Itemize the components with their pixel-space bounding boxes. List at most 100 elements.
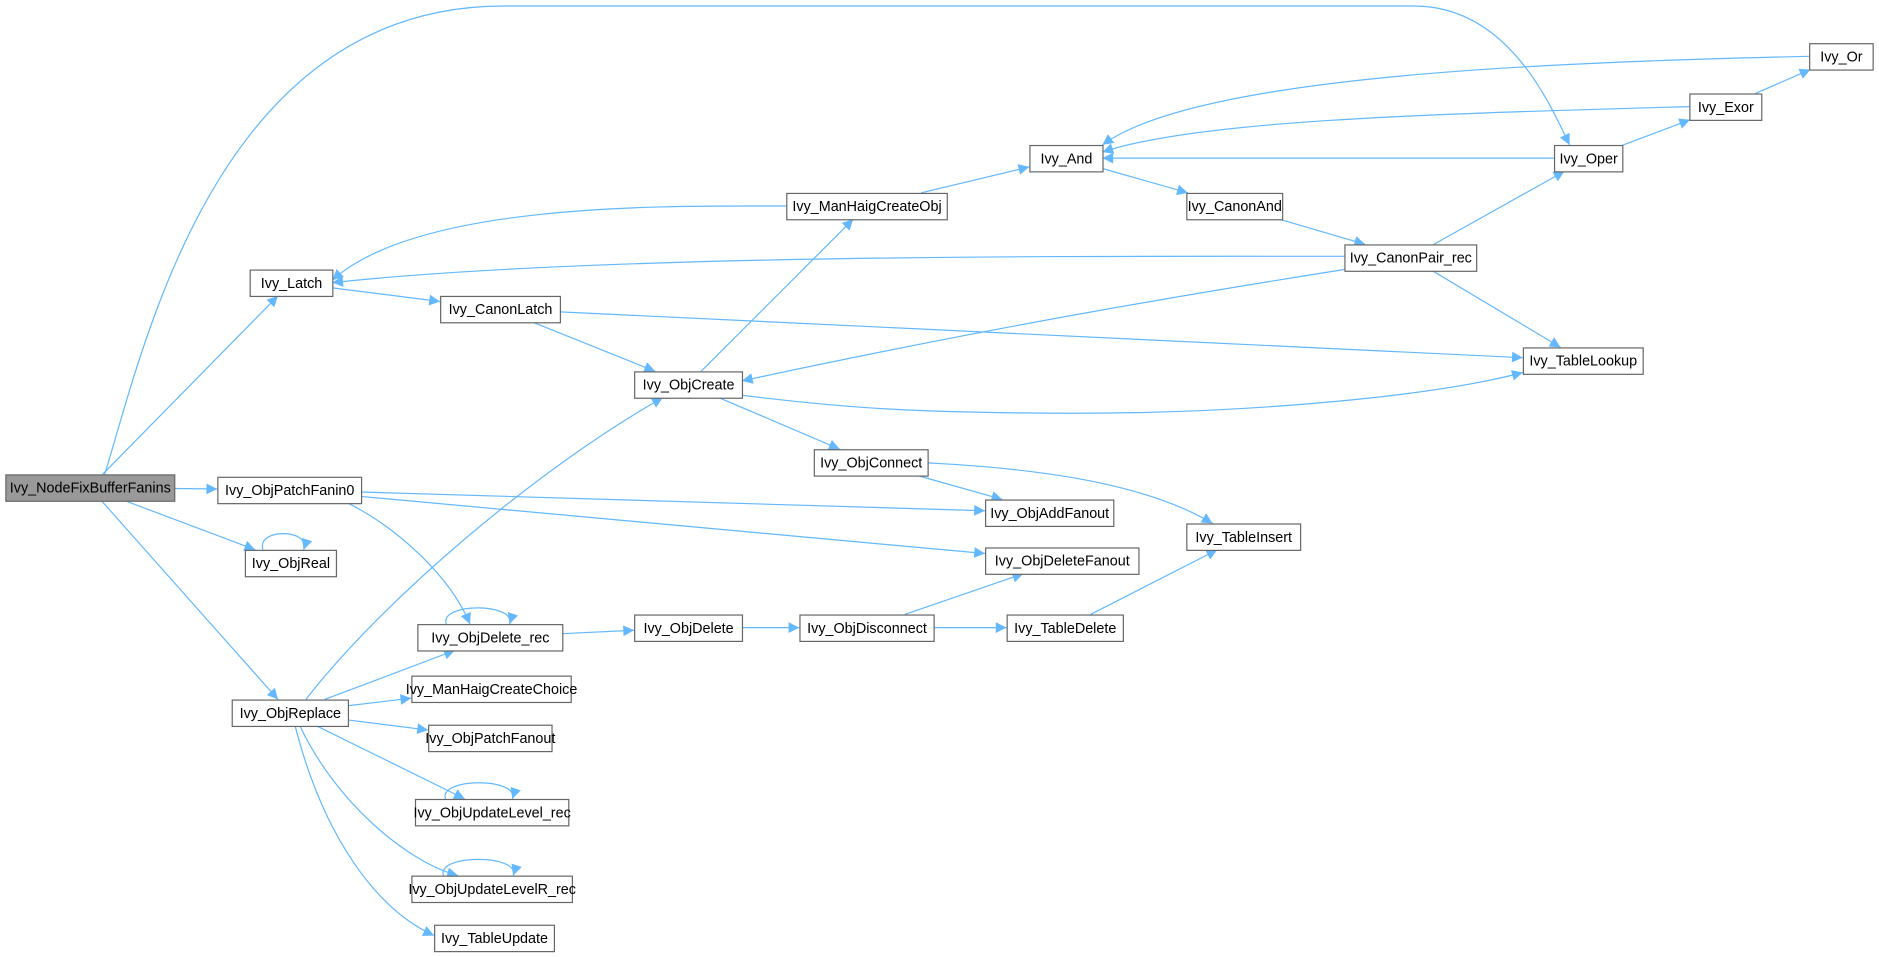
node-ivy-canonpair-rec[interactable]: Ivy_CanonPair_rec [1344, 244, 1478, 272]
node-box [1186, 192, 1284, 221]
node-label: Ivy_ObjPatchFanout [425, 731, 555, 747]
node-ivy-or[interactable]: Ivy_Or [1809, 43, 1874, 71]
node-box [5, 474, 176, 502]
node-label: Ivy_ObjReplace [240, 706, 341, 722]
edge-CanonPair-to-Oper [1433, 170, 1565, 245]
node-label: Ivy_ObjDelete [643, 621, 733, 637]
node-ivy-objpatchfanin0[interactable]: Ivy_ObjPatchFanin0 [217, 476, 363, 505]
node-box [428, 724, 553, 753]
node-box [414, 798, 570, 827]
node-box [786, 192, 948, 221]
node-ivy-manhaigcreatechoice[interactable]: Ivy_ManHaigCreateChoice [406, 675, 578, 704]
node-box [411, 875, 573, 904]
node-label: Ivy_ObjCreate [643, 378, 735, 394]
node-ivy-objaddfanout[interactable]: Ivy_ObjAddFanout [985, 499, 1115, 528]
edge-And-to-CanonAnd [1102, 167, 1189, 196]
edge-ObjReplace-to-ObjPatchFanout [347, 719, 429, 735]
edge-ObjPatchFanin0-to-ObjAddFanout [360, 491, 986, 516]
node-ivy-objdeletefanout[interactable]: Ivy_ObjDeleteFanout [985, 547, 1140, 575]
edge-CanonPair-to-ObjCreate [741, 268, 1345, 384]
node-ivy-canonlatch[interactable]: Ivy_CanonLatch [440, 295, 562, 324]
edge-Exor-to-Or [1755, 68, 1811, 94]
node-box [440, 295, 562, 324]
node-label: Ivy_ObjDeleteFanout [995, 554, 1130, 570]
node-label: Ivy_TableLookup [1529, 354, 1637, 370]
edge-NodeFix-to-ObjPatchFanin0 [174, 483, 218, 495]
edge-CanonAnd-to-CanonPair [1279, 218, 1366, 247]
node-box [1522, 347, 1644, 375]
node-ivy-exor[interactable]: Ivy_Exor [1689, 93, 1763, 121]
node-ivy-canonand[interactable]: Ivy_CanonAnd [1186, 192, 1284, 221]
edge-NodeFix-to-Oper [104, 5, 1571, 475]
node-box [1344, 244, 1478, 272]
node-box [417, 624, 564, 652]
node-label: Ivy_ObjUpdateLevelR_rec [408, 882, 576, 898]
edge-ObjReal-to-ObjReal [261, 533, 313, 550]
node-box [244, 549, 338, 578]
node-label: Ivy_ObjUpdateLevel_rec [414, 805, 571, 821]
node-box [985, 547, 1140, 575]
node-box [813, 449, 929, 477]
node-ivy-objconnect[interactable]: Ivy_ObjConnect [813, 449, 929, 477]
edge-ObjConnect-to-TableInsert [916, 461, 1213, 524]
edge-ObjCreate-to-ObjConnect [718, 397, 840, 450]
edge-ObjDeleteRec-to-ObjDelete [562, 625, 635, 637]
node-box [434, 924, 556, 953]
node-ivy-objcreate[interactable]: Ivy_ObjCreate [634, 371, 744, 399]
edge-ObjUpdateLevelRRec-to-ObjUpdateLevelRRec [442, 858, 522, 876]
node-ivy-objdisconnect[interactable]: Ivy_ObjDisconnect [799, 614, 935, 642]
edge-TableDelete-to-TableInsert [1090, 549, 1218, 615]
edge-NodeFix-to-ObjReplace [100, 500, 279, 700]
node-label: Ivy_Exor [1698, 100, 1754, 116]
edge-NodeFix-to-ObjReal [124, 500, 256, 552]
node-ivy-manhaigcreateobj[interactable]: Ivy_ManHaigCreateObj [786, 192, 948, 221]
edge-Exor-to-And [1102, 106, 1690, 154]
node-ivy-tableupdate[interactable]: Ivy_TableUpdate [434, 924, 556, 953]
edge-ObjReplace-to-ObjDeleteRec [324, 649, 456, 701]
edge-Or-to-And [1102, 55, 1810, 146]
edge-CanonLatch-to-ObjCreate [532, 321, 656, 373]
node-ivy-objreplace[interactable]: Ivy_ObjReplace [231, 699, 350, 728]
node-box [1006, 614, 1124, 642]
node-ivy-oper[interactable]: Ivy_Oper [1553, 144, 1624, 173]
node-ivy-objpatchfanout[interactable]: Ivy_ObjPatchFanout [425, 724, 555, 753]
node-label: Ivy_ObjDisconnect [807, 621, 927, 637]
edge-NodeFix-to-Latch [102, 295, 279, 475]
node-ivy-objreal[interactable]: Ivy_ObjReal [244, 549, 338, 578]
node-ivy-objdelete-rec[interactable]: Ivy_ObjDelete_rec [417, 624, 564, 652]
edge-ObjDeleteRec-to-ObjDeleteRec [445, 607, 519, 625]
edge-Latch-to-CanonLatch [332, 287, 441, 306]
edge-CanonLatch-to-TableLookup [559, 311, 1523, 363]
node-ivy-latch[interactable]: Ivy_Latch [249, 269, 334, 298]
edge-ObjConnect-to-ObjAddFanout [917, 474, 1003, 502]
node-ivy-tableinsert[interactable]: Ivy_TableInsert [1186, 523, 1302, 551]
edge-CanonPair-to-Latch [332, 255, 1345, 287]
node-label: Ivy_TableDelete [1014, 621, 1116, 637]
node-label: Ivy_Oper [1560, 151, 1618, 167]
node-label: Ivy_And [1041, 151, 1093, 167]
edge-ManHaigCreateObj-to-And [921, 164, 1030, 194]
node-ivy-and[interactable]: Ivy_And [1029, 144, 1104, 173]
edge-Oper-to-Exor [1622, 118, 1691, 146]
edge-ObjCreate-to-TableLookup [741, 370, 1523, 414]
node-ivy-objupdatelevel-rec[interactable]: Ivy_ObjUpdateLevel_rec [414, 798, 571, 827]
edge-ObjUpdateLevelRec-to-ObjUpdateLevelRec [444, 782, 521, 800]
node-label: Ivy_ObjPatchFanin0 [225, 483, 354, 499]
node-label: Ivy_CanonPair_rec [1350, 251, 1472, 267]
node-box [634, 614, 744, 642]
node-ivy-tablelookup[interactable]: Ivy_TableLookup [1522, 347, 1644, 375]
node-box [1553, 144, 1624, 173]
node-box [1186, 523, 1302, 551]
edge-ObjReplace-to-TableUpdate [294, 725, 435, 936]
node-box [799, 614, 935, 642]
node-box [217, 476, 363, 505]
edge-ObjReplace-to-ObjUpdateLevelRRec [299, 725, 459, 879]
node-label: Ivy_ObjAddFanout [990, 506, 1109, 522]
node-label: Ivy_TableUpdate [441, 931, 548, 947]
node-ivy-nodefixbufferfanins: Ivy_NodeFixBufferFanins [5, 474, 176, 502]
node-ivy-tabledelete[interactable]: Ivy_TableDelete [1006, 614, 1124, 642]
node-ivy-objupdatelevelr-rec[interactable]: Ivy_ObjUpdateLevelR_rec [408, 875, 576, 904]
node-ivy-objdelete[interactable]: Ivy_ObjDelete [634, 614, 744, 642]
node-label: Ivy_ManHaigCreateObj [792, 199, 941, 215]
